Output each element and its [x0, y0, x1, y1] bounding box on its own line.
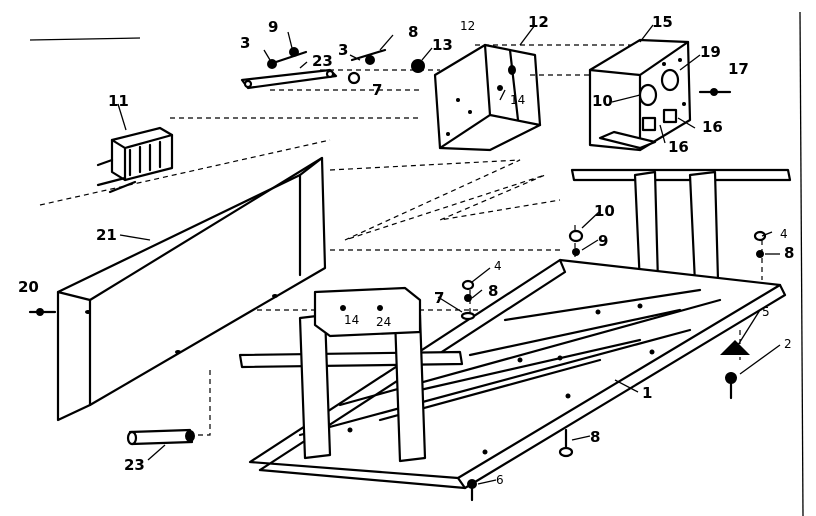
label-10: 10	[594, 202, 615, 220]
label-1: 1	[642, 384, 652, 402]
front-panel-part-21	[56, 156, 327, 422]
fasteners	[28, 229, 767, 502]
label-8: 8	[408, 23, 418, 41]
label-14: 14	[344, 313, 359, 327]
label-21: 21	[96, 226, 117, 244]
label-3: 3	[338, 41, 348, 59]
label-8: 8	[590, 428, 600, 446]
label-15: 15	[652, 13, 673, 31]
label-16: 16	[702, 118, 723, 136]
label-20: 20	[18, 278, 39, 296]
strap-part-22	[240, 68, 338, 90]
label-7: 7	[434, 289, 444, 307]
label-6: 6	[496, 473, 504, 487]
base-frame-part-1	[248, 258, 787, 490]
reference-labels: 3 9 8 3 23 7 11 13 12 12 15 19 17 10 14 …	[18, 13, 794, 487]
scan-line-top	[29, 37, 141, 41]
label-12: 12	[460, 19, 475, 33]
front-uprights	[238, 286, 464, 463]
control-box-part-15	[588, 38, 732, 152]
label-4: 4	[780, 227, 788, 241]
label-8: 8	[488, 282, 498, 300]
label-23: 23	[124, 456, 145, 474]
label-16: 16	[668, 138, 689, 156]
leader-lines	[117, 24, 781, 485]
label-24: 24	[376, 315, 391, 329]
label-17: 17	[728, 60, 749, 78]
scan-line-right	[799, 11, 804, 516]
label-13: 13	[432, 36, 453, 54]
label-19: 19	[700, 43, 721, 61]
connector-block-part-11	[96, 126, 174, 194]
label-9: 9	[598, 232, 608, 250]
label-10: 10	[592, 92, 613, 110]
bracket-part-12	[433, 43, 542, 152]
label-5: 5	[762, 305, 770, 319]
label-12: 12	[528, 13, 549, 31]
upper-rail	[570, 168, 792, 287]
label-9: 9	[268, 18, 278, 36]
label-14: 14	[510, 93, 525, 107]
cord-part-23	[126, 428, 195, 446]
label-11: 11	[108, 92, 129, 110]
label-3: 3	[240, 34, 250, 52]
label-22: 23	[312, 52, 333, 70]
label-4: 4	[494, 259, 502, 273]
label-7: 7	[372, 81, 382, 99]
label-8: 8	[784, 244, 794, 262]
label-2: 2	[784, 337, 792, 351]
